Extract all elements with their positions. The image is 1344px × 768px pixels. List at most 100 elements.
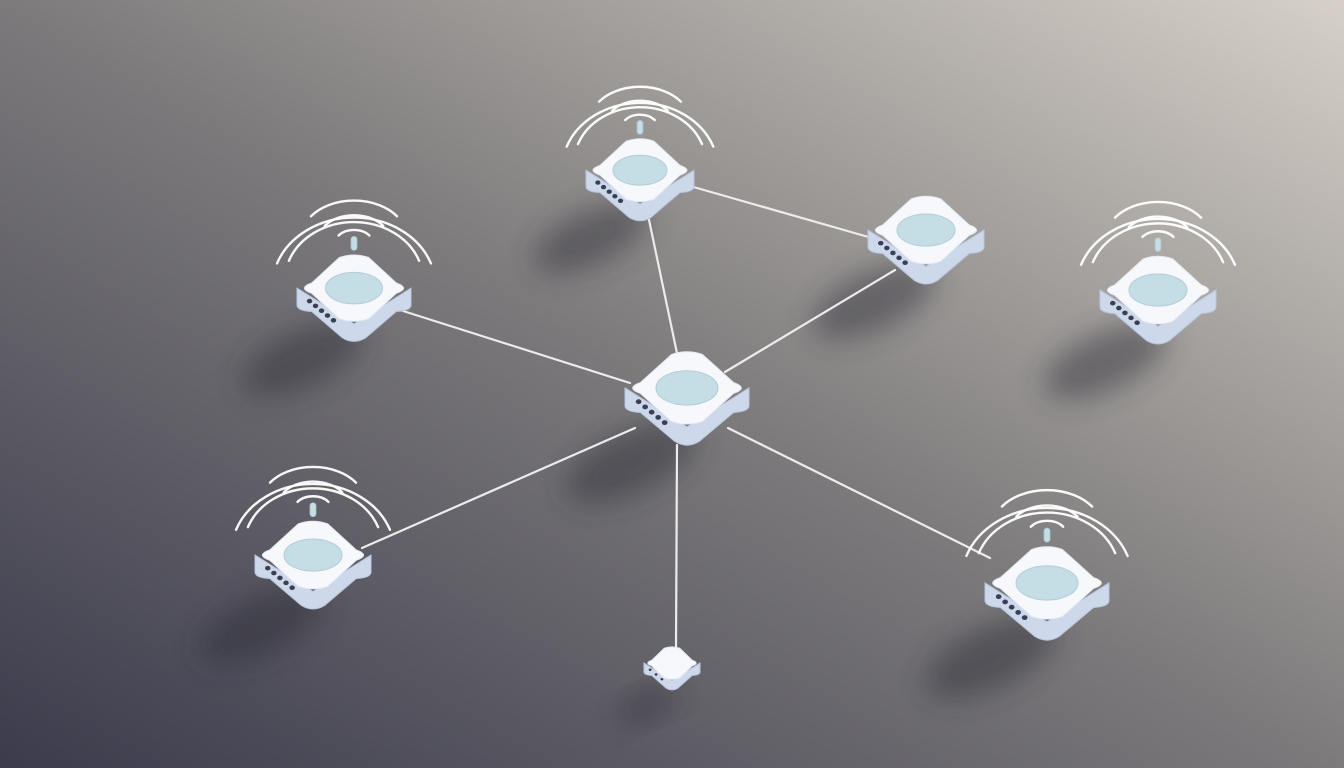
device-shadow bbox=[1044, 322, 1168, 400]
network-link bbox=[726, 426, 992, 560]
port-dot bbox=[642, 404, 649, 410]
antenna bbox=[350, 235, 358, 251]
port-dot bbox=[1110, 300, 1116, 306]
wifi-wave bbox=[1113, 200, 1203, 219]
wifi-wave bbox=[624, 113, 656, 122]
port-dot bbox=[1116, 305, 1122, 311]
router-lower-right-device bbox=[984, 527, 1110, 641]
network-link bbox=[723, 268, 897, 374]
port-dot bbox=[289, 585, 295, 591]
port-dot bbox=[661, 420, 668, 426]
port-dot bbox=[878, 240, 884, 246]
port-dot bbox=[654, 673, 658, 676]
device-side bbox=[1099, 289, 1217, 345]
port-dot bbox=[617, 198, 624, 203]
router-bottom-small-device bbox=[643, 646, 701, 691]
wifi-wave bbox=[1091, 222, 1225, 264]
port-dot bbox=[595, 180, 601, 185]
device-shadow bbox=[533, 201, 649, 274]
antenna bbox=[1043, 527, 1051, 543]
network-link bbox=[646, 213, 680, 360]
port-dot bbox=[635, 399, 642, 405]
router-top-device bbox=[585, 119, 695, 222]
device-side bbox=[867, 229, 985, 285]
device-top-disc bbox=[655, 370, 719, 406]
wifi-wave bbox=[268, 465, 358, 484]
device-top-disc bbox=[896, 213, 956, 247]
antenna bbox=[309, 502, 317, 518]
device-side bbox=[643, 662, 701, 691]
wifi-wave bbox=[1029, 519, 1065, 528]
device-side bbox=[585, 169, 695, 222]
wifi-wave bbox=[977, 511, 1117, 555]
port-dot bbox=[330, 318, 337, 323]
router-far-right-device bbox=[1099, 237, 1217, 345]
router-upper-right-device bbox=[867, 195, 985, 285]
router-lower-left-device bbox=[254, 502, 372, 610]
wifi-wave bbox=[1141, 230, 1175, 239]
wifi-signal-icon bbox=[275, 199, 433, 265]
device-shadow bbox=[925, 616, 1058, 699]
wifi-wave bbox=[597, 85, 683, 103]
wifi-wave bbox=[965, 506, 1129, 558]
port-dot bbox=[1134, 320, 1140, 326]
port-dot bbox=[265, 565, 271, 571]
port-dot bbox=[890, 250, 896, 256]
wifi-wave bbox=[287, 220, 421, 262]
device-side bbox=[254, 554, 372, 610]
port-dot bbox=[306, 298, 313, 304]
port-dot bbox=[1128, 315, 1134, 321]
router-upper-left-device bbox=[296, 235, 412, 342]
port-dot bbox=[1015, 609, 1022, 615]
network-link bbox=[674, 443, 679, 650]
wifi-wave bbox=[576, 105, 704, 146]
wifi-signal-icon bbox=[1079, 200, 1237, 266]
wifi-wave bbox=[246, 487, 380, 529]
antenna bbox=[636, 119, 644, 135]
device-shadow bbox=[565, 421, 698, 504]
wifi-wave bbox=[234, 482, 392, 531]
wifi-signal-icon bbox=[565, 85, 715, 148]
device-top-disc bbox=[283, 538, 343, 572]
port-dot bbox=[660, 677, 664, 681]
network-link bbox=[398, 308, 632, 385]
wifi-wave bbox=[296, 495, 330, 504]
device-shadow bbox=[242, 320, 364, 397]
port-dot bbox=[648, 409, 655, 415]
device-side bbox=[296, 287, 412, 342]
port-dot bbox=[612, 194, 618, 199]
port-dot bbox=[324, 313, 331, 318]
port-dot bbox=[896, 255, 902, 261]
port-dot bbox=[606, 189, 612, 194]
device-top-face bbox=[647, 646, 697, 680]
network-link bbox=[688, 184, 874, 240]
device-side bbox=[984, 582, 1110, 641]
port-dot bbox=[995, 594, 1002, 600]
router-center-hub-device bbox=[624, 351, 750, 446]
device-top-disc bbox=[325, 271, 383, 305]
network-devices bbox=[254, 119, 1217, 691]
wifi-wave bbox=[275, 216, 433, 265]
wifi-wave bbox=[1079, 217, 1237, 266]
port-dot bbox=[600, 184, 607, 190]
port-dot bbox=[902, 260, 908, 266]
port-dot bbox=[312, 303, 319, 309]
port-dot bbox=[1008, 604, 1015, 610]
wifi-wave bbox=[337, 228, 371, 237]
port-dot bbox=[283, 580, 289, 586]
port-dot bbox=[1021, 615, 1028, 621]
device-shadows bbox=[199, 201, 1168, 724]
device-top-disc bbox=[1015, 565, 1079, 601]
network-links bbox=[360, 184, 992, 650]
network-link bbox=[360, 426, 637, 550]
device-shadow bbox=[617, 686, 677, 724]
port-dot bbox=[271, 570, 277, 576]
port-dot bbox=[655, 414, 662, 420]
device-top-disc bbox=[612, 154, 668, 186]
port-dot bbox=[277, 575, 283, 581]
wifi-signal-icon bbox=[965, 488, 1129, 558]
port-dot bbox=[1122, 310, 1128, 316]
device-side bbox=[624, 387, 750, 446]
